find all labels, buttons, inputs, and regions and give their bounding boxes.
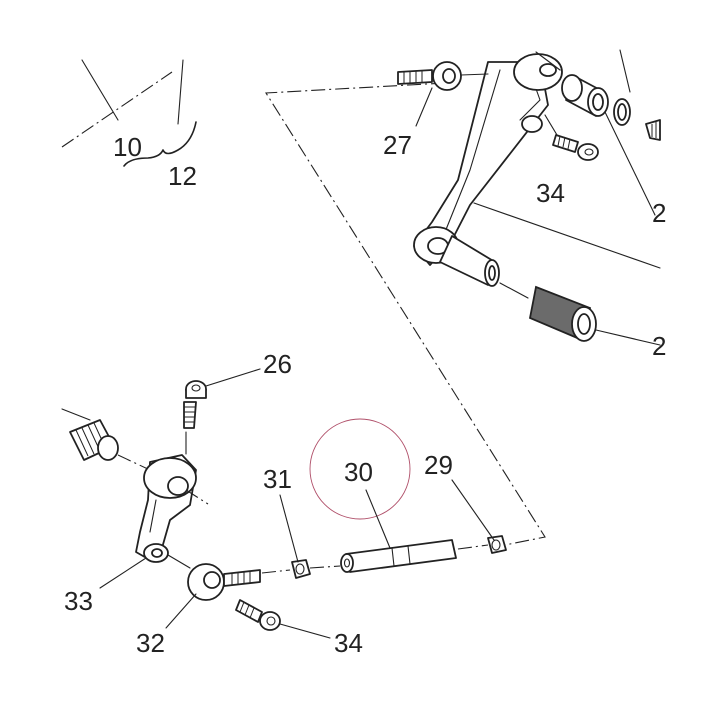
leader-31 — [279, 494, 299, 563]
leader-29 — [451, 479, 495, 541]
leader-12 — [177, 59, 184, 125]
pedal-lever — [413, 51, 661, 299]
label-2-lower: 2 — [652, 331, 666, 361]
pedal-rubber — [528, 285, 661, 346]
leader-30 — [365, 489, 391, 549]
rod-end-32 — [187, 563, 291, 601]
label-30: 30 — [344, 457, 373, 487]
label-29: 29 — [424, 450, 453, 480]
leader-33 — [99, 557, 147, 589]
label-31: 31 — [263, 464, 292, 494]
label-2-upper: 2 — [652, 198, 666, 228]
label-27: 27 — [383, 130, 412, 160]
bolt-27 — [397, 61, 489, 91]
label-26: 26 — [263, 349, 292, 379]
bolt-34-top — [552, 134, 599, 161]
label-32: 32 — [136, 628, 165, 658]
leader-34b — [279, 623, 331, 639]
nut-31 — [291, 559, 341, 579]
nut-29 — [487, 535, 507, 554]
shift-arm — [135, 431, 209, 569]
shift-shaft — [61, 408, 151, 471]
label-12: 12 — [168, 161, 197, 191]
leader-27 — [415, 87, 433, 127]
label-34-top: 34 — [536, 178, 565, 208]
bolt-34-bottom — [235, 599, 281, 631]
axis-line-10 — [61, 71, 173, 148]
label-33: 33 — [64, 586, 93, 616]
leader-32 — [165, 593, 197, 629]
leader-10 — [81, 59, 119, 121]
label-10: 10 — [113, 132, 142, 162]
brace-12 — [123, 121, 197, 167]
highlight-circle-30 — [309, 418, 411, 520]
bushing — [561, 49, 656, 216]
rod-30 — [340, 539, 489, 573]
bolt-right-edge — [645, 119, 661, 141]
label-34-bottom: 34 — [334, 628, 363, 658]
screw-26 — [183, 380, 207, 429]
leader-26 — [205, 368, 261, 387]
assembly-boundary — [265, 82, 546, 546]
